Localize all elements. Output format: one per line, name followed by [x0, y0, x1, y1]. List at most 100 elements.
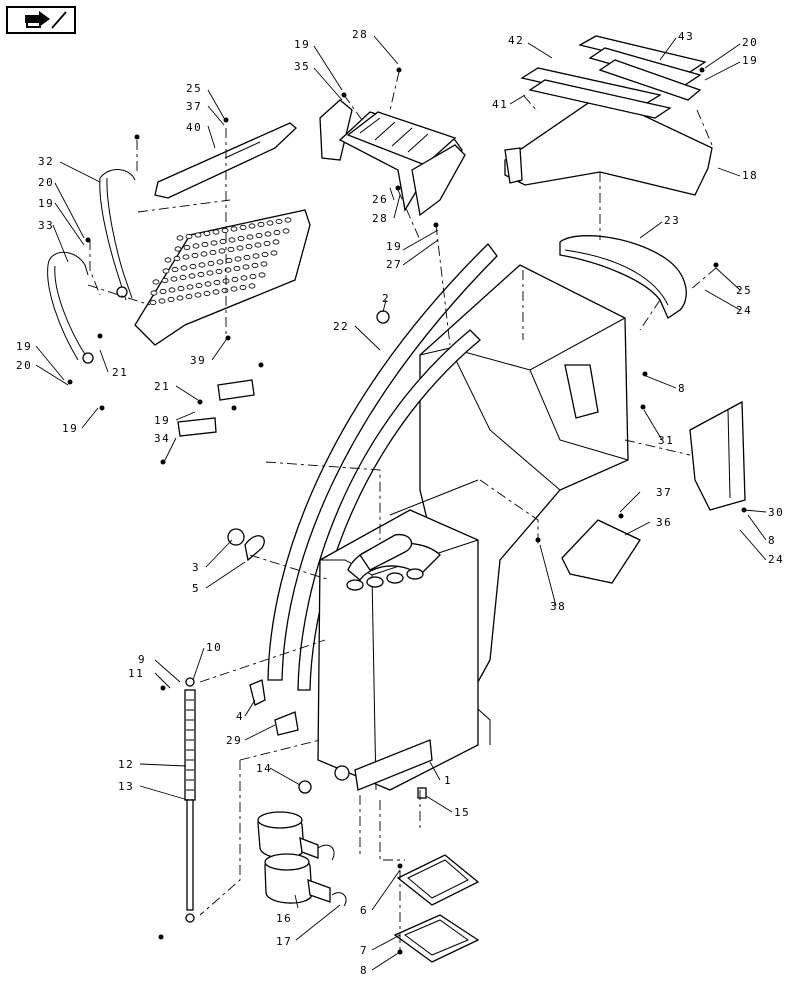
callout-19: 19 [38, 197, 54, 210]
callout-43: 43 [678, 30, 694, 43]
callout-26: 26 [372, 193, 388, 206]
perforation-hole [195, 282, 203, 289]
callout-15: 15 [454, 806, 470, 819]
perforation-hole [231, 276, 239, 283]
callout-25: 25 [736, 284, 752, 297]
callout-18: 18 [742, 169, 758, 182]
perforation-hole [167, 296, 175, 303]
perforation-hole [182, 254, 190, 260]
callout-41: 41 [492, 98, 508, 111]
callout-19: 19 [386, 240, 402, 253]
perforation-hole [173, 255, 181, 262]
perforation-hole [212, 289, 220, 295]
callout-20: 20 [16, 359, 32, 372]
perforation-hole [230, 286, 238, 292]
handrail-33 [47, 251, 94, 364]
perforation-hole [164, 257, 172, 263]
callout-42: 42 [508, 34, 524, 47]
callout-20: 20 [38, 176, 54, 189]
perforation-hole [189, 263, 197, 270]
callout-8: 8 [360, 964, 368, 977]
perforation-hole [234, 256, 242, 262]
perforation-hole [177, 285, 185, 292]
perforation-hole [246, 234, 254, 240]
perforation-hole [213, 279, 221, 286]
callout-11: 11 [128, 667, 144, 680]
callout-20: 20 [742, 36, 758, 49]
strut-12 [184, 677, 196, 923]
perforation-hole [194, 232, 202, 238]
perforation-hole [152, 279, 160, 285]
perforation-hole [233, 265, 241, 272]
perforation-hole [243, 254, 251, 261]
perforation-hole [176, 295, 184, 301]
forward-navigation-button[interactable] [6, 6, 76, 34]
cover-23 [559, 235, 687, 319]
callout-40: 40 [186, 121, 202, 134]
handrail-32 [99, 169, 136, 301]
callout-7: 7 [360, 944, 368, 957]
perforation-hole [210, 240, 218, 246]
callout-19: 19 [154, 414, 170, 427]
perforation-hole [236, 245, 244, 251]
perforation-hole [254, 242, 262, 248]
perforation-hole [260, 261, 268, 267]
callout-4: 4 [236, 710, 244, 723]
perforation-hole [245, 243, 253, 250]
perforation-hole [188, 273, 196, 279]
callout-31: 31 [658, 434, 674, 447]
step-bracket-26 [319, 99, 466, 217]
perforation-hole [248, 223, 256, 229]
perforation-hole [248, 283, 256, 289]
callout-27: 27 [386, 258, 402, 271]
callout-35: 35 [294, 60, 310, 73]
callout-23: 23 [664, 214, 680, 227]
perforation-hole [215, 268, 223, 275]
perforation-hole [174, 246, 182, 252]
callout-22: 22 [333, 320, 349, 333]
perforation-hole [185, 293, 193, 300]
perforation-hole [252, 253, 260, 259]
callout-21: 21 [112, 366, 128, 379]
callout-19: 19 [742, 54, 758, 67]
perforation-hole [194, 292, 202, 298]
perforation-hole [206, 270, 214, 276]
perforation-hole [284, 217, 292, 223]
callout-21: 21 [154, 380, 170, 393]
filter-16 [257, 811, 347, 907]
callout-17: 17 [276, 935, 292, 948]
perforation-hole [192, 243, 200, 249]
callout-13: 13 [118, 780, 134, 793]
callout-28: 28 [352, 28, 368, 41]
perforation-hole [203, 290, 211, 297]
alignment-lines [87, 71, 717, 950]
perforation-hole [264, 231, 272, 237]
callout-14: 14 [256, 762, 272, 775]
perforation-hole [209, 249, 217, 256]
perforation-hole [218, 248, 226, 254]
callout-1: 1 [444, 774, 452, 787]
perforation-hole [161, 277, 169, 284]
perforation-hole [237, 235, 245, 242]
perforation-hole [150, 290, 158, 296]
perforation-hole [230, 226, 238, 232]
tread-strips [520, 35, 707, 119]
callout-6: 6 [360, 904, 368, 917]
callout-38: 38 [550, 600, 566, 613]
fasteners [67, 67, 747, 955]
callout-5: 5 [192, 582, 200, 595]
panel-36 [561, 519, 641, 584]
callout-labels: 42 43 20 19 41 18 28 19 35 26 28 19 27 2… [16, 28, 783, 977]
perforation-hole [149, 299, 157, 306]
perforation-hole [212, 229, 220, 235]
perforation-hole [221, 287, 229, 294]
perforation-hole [255, 232, 263, 239]
perforation-hole [185, 233, 193, 240]
callout-19: 19 [62, 422, 78, 435]
perforation-hole [261, 251, 269, 258]
perforation-hole [179, 274, 187, 281]
perforation-hole [158, 298, 166, 304]
perforation-hole [180, 265, 188, 271]
perforation-hole [239, 224, 247, 231]
perforation-hole [242, 264, 250, 270]
